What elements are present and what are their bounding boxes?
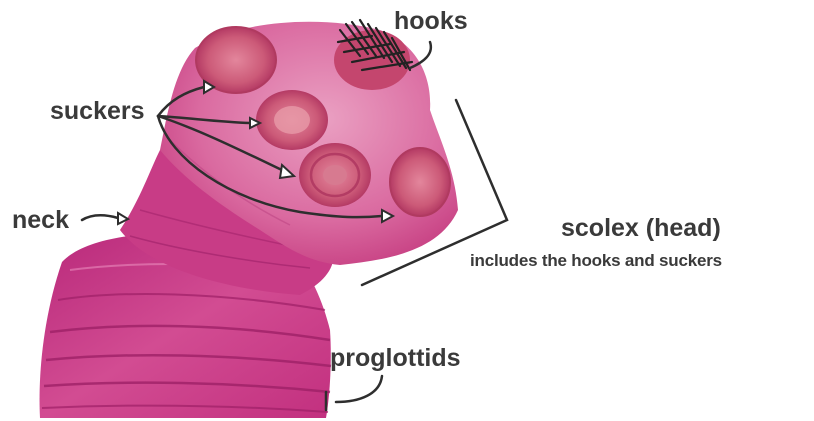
neck-label: neck bbox=[12, 208, 69, 233]
proglottids-label: proglottids bbox=[330, 346, 461, 371]
suckers-label: suckers bbox=[50, 99, 145, 124]
hooks-label: hooks bbox=[394, 9, 468, 34]
sucker-center bbox=[256, 90, 328, 150]
sucker-right bbox=[390, 148, 450, 216]
proglottids-pointer bbox=[336, 376, 382, 402]
scolex-label: scolex (head) bbox=[561, 216, 721, 241]
scolex-note-label: includes the hooks and suckers bbox=[470, 252, 722, 269]
sucker-lower bbox=[299, 143, 371, 207]
neck-pointer bbox=[82, 215, 118, 220]
